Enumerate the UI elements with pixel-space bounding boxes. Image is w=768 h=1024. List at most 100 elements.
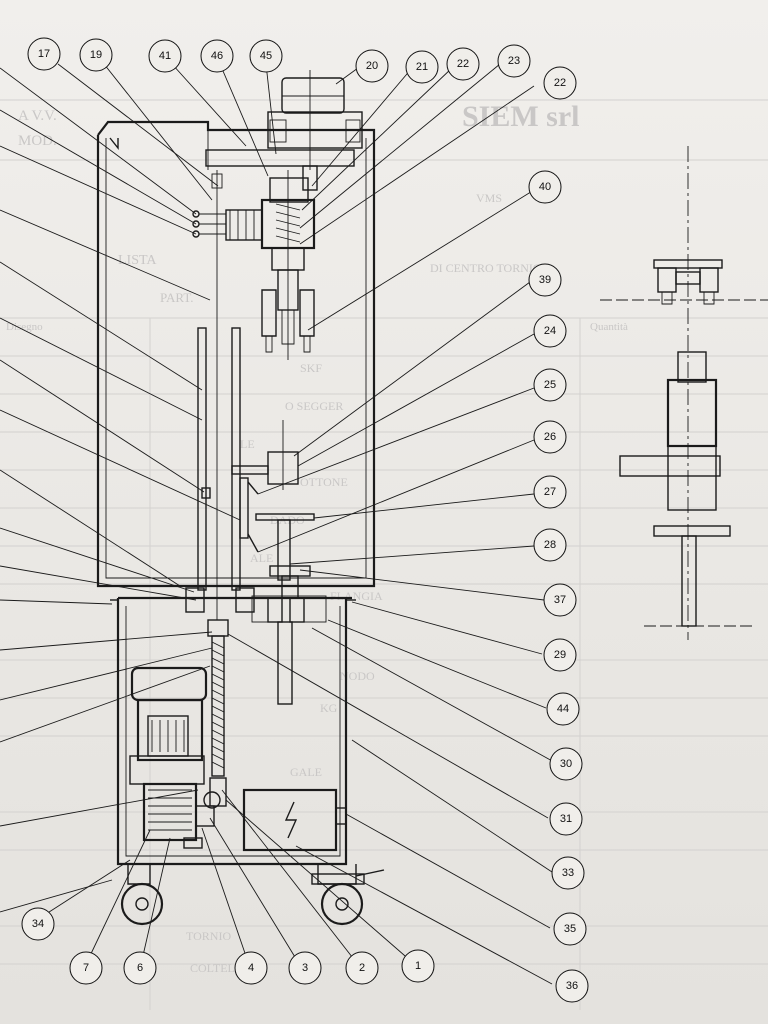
left-leader-lines xyxy=(0,67,241,913)
svg-text:22: 22 xyxy=(554,77,566,89)
ghost-part: PART. xyxy=(160,290,194,305)
ghost-company: SIEM srl xyxy=(462,100,580,133)
svg-text:23: 23 xyxy=(508,55,520,67)
svg-text:4: 4 xyxy=(248,962,254,974)
ghost-row-12: TORNIO xyxy=(186,929,231,943)
callout-33: 33 xyxy=(551,856,585,890)
ghost-row-0: VMS xyxy=(476,191,502,205)
callout-balloons: 17 19 41 46 45 20 21 22 23 22 40 39 24 2… xyxy=(21,37,589,1003)
callout-34: 34 xyxy=(21,907,55,941)
callout-7: 7 xyxy=(69,951,103,985)
ghost-drawing: Disegno xyxy=(6,321,43,333)
callout-39: 39 xyxy=(528,263,562,297)
svg-text:22: 22 xyxy=(457,58,469,70)
ghost-row-11: KG xyxy=(320,701,338,715)
svg-text:1: 1 xyxy=(415,960,421,972)
callout-28: 28 xyxy=(533,528,567,562)
svg-text:3: 3 xyxy=(302,962,308,974)
callout-19: 19 xyxy=(79,38,113,72)
electrical-box xyxy=(242,788,347,852)
callout-20: 20 xyxy=(355,49,389,83)
svg-text:27: 27 xyxy=(544,486,556,498)
callout-35: 35 xyxy=(553,912,587,946)
svg-text:29: 29 xyxy=(554,649,566,661)
svg-text:45: 45 xyxy=(260,50,272,62)
callout-21: 21 xyxy=(405,50,439,84)
callout-30: 30 xyxy=(549,747,583,781)
svg-text:44: 44 xyxy=(557,703,569,715)
ghost-title-2: MOD. xyxy=(18,133,57,149)
svg-text:25: 25 xyxy=(544,379,556,391)
ghost-table-lines xyxy=(0,99,768,1010)
wheels xyxy=(120,864,385,926)
svg-text:19: 19 xyxy=(90,49,102,61)
svg-text:20: 20 xyxy=(366,60,378,72)
svg-text:17: 17 xyxy=(38,48,50,60)
ghost-row-2: SKF xyxy=(300,361,322,375)
callout-6: 6 xyxy=(123,951,157,985)
svg-text:46: 46 xyxy=(211,50,223,62)
svg-text:35: 35 xyxy=(564,923,576,935)
callout-1: 1 xyxy=(401,949,435,983)
svg-text:37: 37 xyxy=(554,594,566,606)
svg-text:41: 41 xyxy=(159,50,171,62)
callout-41: 41 xyxy=(148,39,182,73)
lead-screw xyxy=(211,635,225,777)
callout-23: 23 xyxy=(497,44,531,78)
ghost-row-5: OTTONE xyxy=(300,475,348,489)
svg-text:6: 6 xyxy=(137,962,143,974)
callout-44: 44 xyxy=(546,692,580,726)
ghost-row-3: O SEGGER xyxy=(285,399,343,413)
ghost-qty: Quantità xyxy=(590,321,628,333)
side-detail-view xyxy=(600,146,768,640)
upper-enclosure xyxy=(96,120,376,588)
ghost-row-9: GALE xyxy=(290,765,322,779)
callout-22-b: 22 xyxy=(543,66,577,100)
spindle-head xyxy=(192,170,316,360)
vertical-guides xyxy=(197,170,241,620)
callout-36: 36 xyxy=(555,969,589,1003)
svg-text:26: 26 xyxy=(544,431,556,443)
callout-26: 26 xyxy=(533,420,567,454)
svg-text:33: 33 xyxy=(562,867,574,879)
callout-2: 2 xyxy=(345,951,379,985)
svg-text:30: 30 xyxy=(560,758,572,770)
tool-slide xyxy=(231,420,315,581)
callout-37: 37 xyxy=(543,583,577,617)
callout-24: 24 xyxy=(533,314,567,348)
callout-4: 4 xyxy=(234,951,268,985)
callout-25: 25 xyxy=(533,368,567,402)
svg-text:36: 36 xyxy=(566,980,578,992)
ghost-row-7: ALE xyxy=(250,551,273,565)
callout-40: 40 xyxy=(528,170,562,204)
ghost-title-1: A V.V. xyxy=(18,108,57,124)
svg-text:24: 24 xyxy=(544,325,556,337)
callout-17: 17 xyxy=(27,37,61,71)
callout-46: 46 xyxy=(200,39,234,73)
callout-22-a: 22 xyxy=(446,47,480,81)
callout-27: 27 xyxy=(533,475,567,509)
svg-text:40: 40 xyxy=(539,181,551,193)
svg-text:39: 39 xyxy=(539,274,551,286)
background-bleed-text: A V.V. MOD. SIEM srl LISTA PART. Disegno… xyxy=(0,99,768,1010)
callout-29: 29 xyxy=(543,638,577,672)
svg-text:31: 31 xyxy=(560,813,572,825)
machine-drawing xyxy=(0,63,555,985)
svg-text:2: 2 xyxy=(359,962,365,974)
svg-text:21: 21 xyxy=(416,61,428,73)
svg-text:34: 34 xyxy=(32,918,44,930)
svg-text:7: 7 xyxy=(83,962,89,974)
ghost-row-1: DI CENTRO TORNIO xyxy=(430,261,542,275)
svg-text:28: 28 xyxy=(544,539,556,551)
callout-3: 3 xyxy=(288,951,322,985)
ghost-list: LISTA xyxy=(118,253,157,268)
top-motor xyxy=(205,70,363,191)
callout-31: 31 xyxy=(549,802,583,836)
ghost-row-8: FLANGIA xyxy=(330,589,383,603)
ghost-row-10: NODO xyxy=(340,669,375,683)
callout-45: 45 xyxy=(249,39,283,73)
callout-leaders xyxy=(45,63,555,985)
ghost-row-4: LE xyxy=(240,437,255,451)
